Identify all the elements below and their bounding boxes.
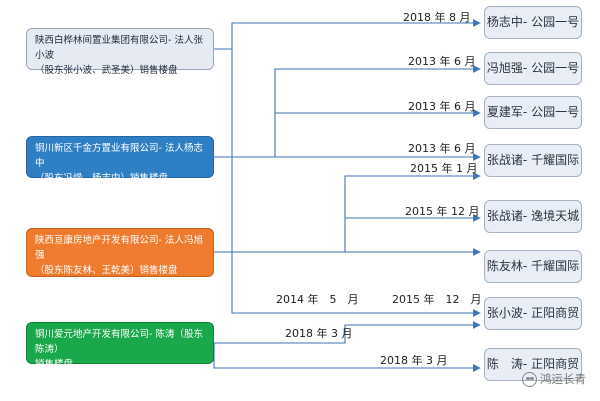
connector-c4-zhangxiaobo <box>214 321 481 344</box>
company-baihualin: 陕西白桦林间置业集团有限公司- 法人张小波 （股东张小波、武圣美）销售楼盘 <box>26 28 214 76</box>
project-zhangzhanzhu-yijing: 张战诸- 逸境天城 <box>484 200 582 233</box>
company-shareholders: （股东张小波、武圣美）销售楼盘 <box>35 65 178 76</box>
project-fengxuqiang-gongyuan: 冯旭强- 公园一号 <box>484 52 582 85</box>
company-genkang: 陕西亘康房地产开发有限公司- 法人冯旭强 （股东陈友林、王乾美）销售楼盘 <box>26 228 214 277</box>
company-name: 铜川新区千金方置业有限公司- 法人杨志中 <box>35 143 203 169</box>
connector-c1-yangzhizhong <box>214 19 481 50</box>
project-yangzhizhong-gongyuan: 杨志中- 公园一号 <box>484 6 582 39</box>
date-label: 2013 年 6 月 <box>408 55 476 68</box>
project-zhangxiaobo-zhengyang: 张小波- 正阳商贸 <box>484 297 582 330</box>
project-zhangzhanzhu-qianyao: 张战诸- 千耀国际 <box>484 144 582 177</box>
date-label: 2018 年 8 月 <box>403 11 471 24</box>
date-label: 2018 年 3 月 <box>380 354 448 367</box>
wechat-icon <box>522 371 537 387</box>
date-label: 2013 年 6 月 <box>408 142 476 155</box>
company-name: 陕西亘康房地产开发有限公司- 法人冯旭强 <box>35 235 203 261</box>
company-aiyuan: 铜川爱元地产开发有限公司- 陈涛（股东陈涛） 销售楼盘 <box>26 322 214 370</box>
company-shareholders: 销售楼盘 <box>35 359 74 370</box>
project-chenyoulin-qianyao: 陈友林- 千耀国际 <box>484 250 582 283</box>
connector-c4-chentao <box>213 343 481 372</box>
company-qianjinfang: 铜川新区千金方置业有限公司- 法人杨志中 （股东冯燥、杨志中）销售楼盘 <box>26 136 214 184</box>
connector-c1-zhangxiaobo <box>231 49 481 317</box>
watermark: 鸿运长青 <box>522 371 586 387</box>
watermark-text: 鸿运长青 <box>540 372 586 386</box>
date-label: 2015 年 1 月 <box>410 162 478 175</box>
project-xiajianjun-gongyuan: 夏建军- 公园一号 <box>484 96 582 129</box>
date-label: 2013 年 6 月 <box>408 100 476 113</box>
date-label: 2014 年 5 月 <box>276 293 359 306</box>
date-label: 2015 年 12 月 <box>392 293 482 306</box>
date-label: 2015 年 12 月 <box>405 205 480 218</box>
company-name: 铜川爱元地产开发有限公司- 陈涛（股东陈涛） <box>35 329 203 355</box>
company-name: 陕西白桦林间置业集团有限公司- 法人张小波 <box>35 35 203 61</box>
date-label: 2018 年 3 月 <box>285 327 353 340</box>
company-shareholders: （股东陈友林、王乾美）销售楼盘 <box>35 265 178 276</box>
company-shareholders: （股东冯燥、杨志中）销售楼盘 <box>35 173 169 184</box>
